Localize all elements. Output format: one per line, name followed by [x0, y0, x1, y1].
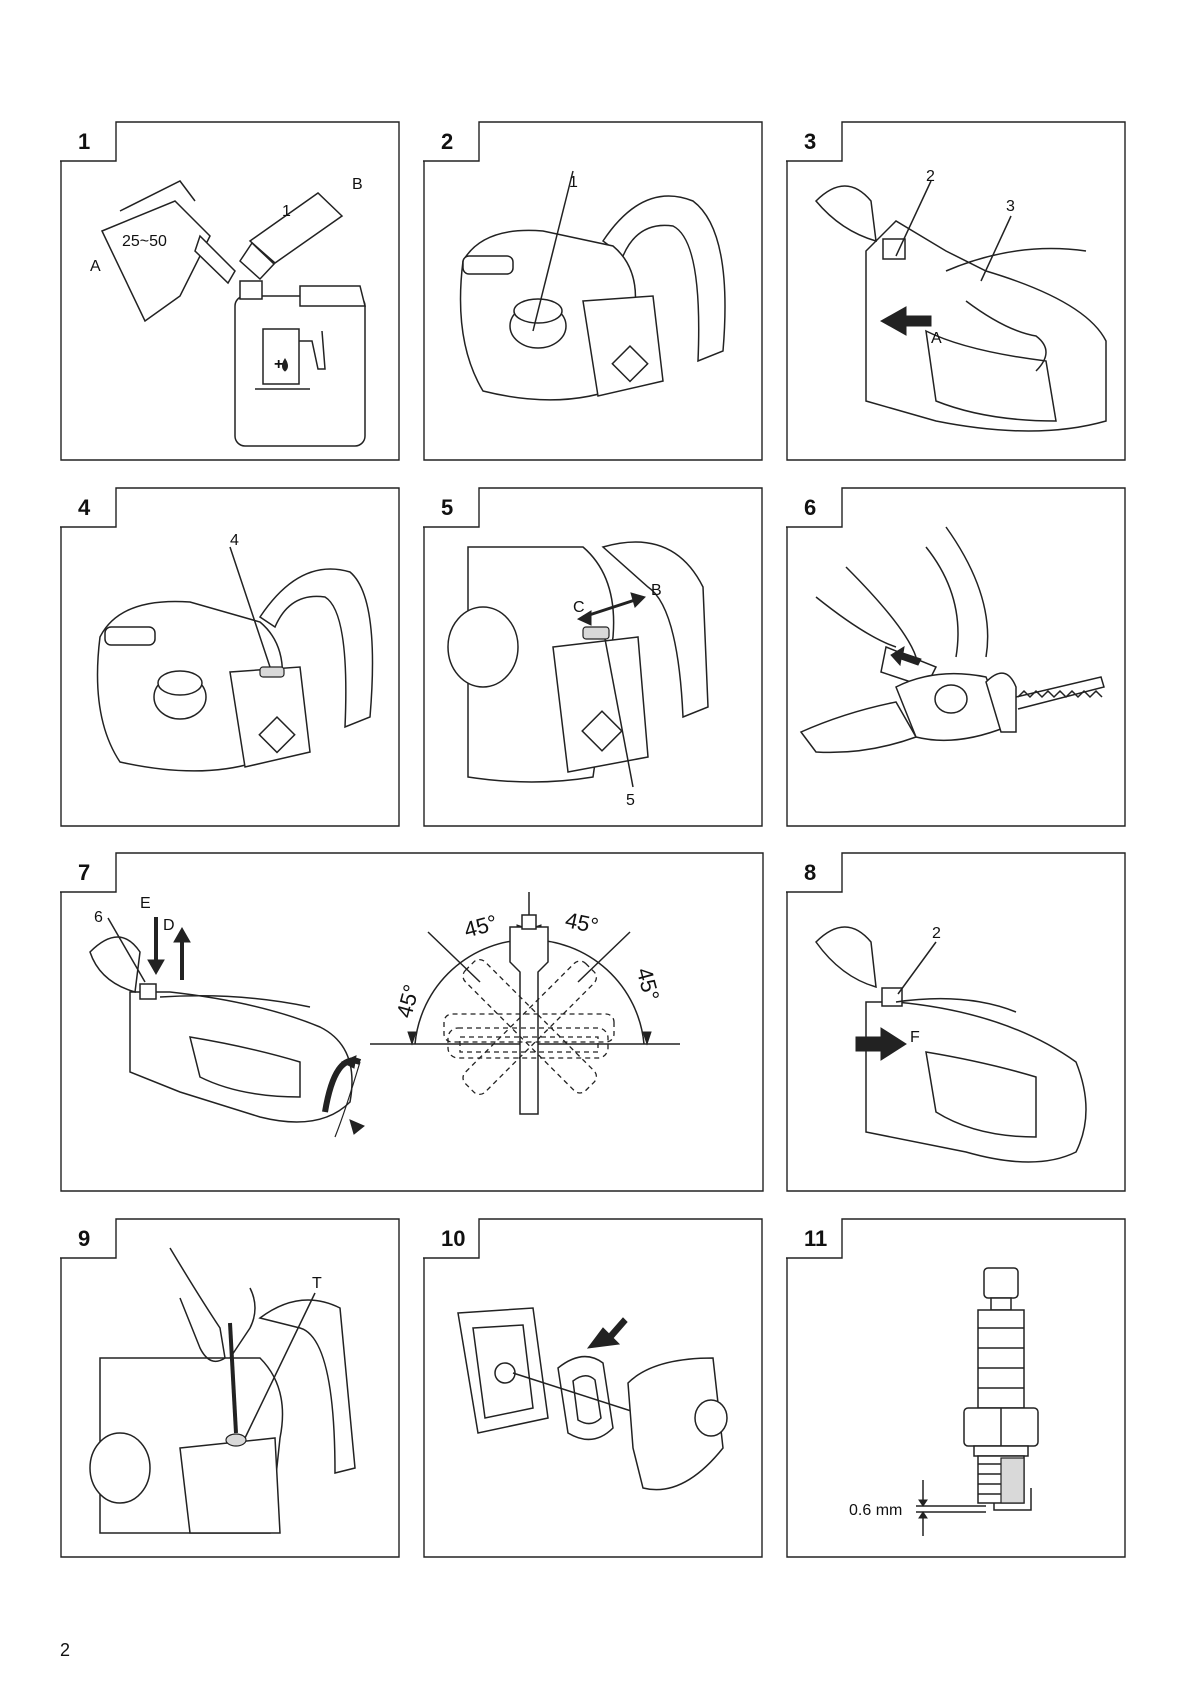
ignition-switch-illustration: 2 3 A	[786, 121, 1126, 461]
figure-9: 9 T	[60, 1218, 400, 1558]
handle-rotation-illustration: E D 6 45° 45° 45° 45°	[60, 852, 764, 1192]
figure-2: 2 1	[423, 121, 763, 461]
label-angle-2: 45°	[563, 907, 601, 938]
label-f: F	[910, 1029, 920, 1046]
label-c: C	[573, 599, 585, 616]
figure-1: 1 + 25~50 1 A B	[60, 121, 400, 461]
label-b: B	[352, 176, 363, 193]
label-1: 1	[569, 174, 578, 191]
engine-fuel-cap-illustration: 1	[423, 121, 763, 461]
choke-lever-illustration: 4	[60, 487, 400, 827]
page-number: 2	[60, 1640, 70, 1661]
label-4: 4	[230, 532, 239, 549]
label-b: B	[651, 582, 662, 599]
spark-plug-illustration: 0.6 mm	[786, 1218, 1126, 1558]
label-angle-1: 45°	[461, 910, 500, 943]
fuel-mixing-illustration: + 25~50 1 A B	[60, 121, 400, 461]
label-2: 2	[932, 925, 941, 942]
figure-3: 3 2 3 A	[786, 121, 1126, 461]
air-filter-illustration	[423, 1218, 763, 1558]
label-3: 3	[1006, 198, 1015, 215]
switch-stop-illustration: 2 F	[786, 852, 1126, 1192]
figure-6: 6	[786, 487, 1126, 827]
label-ratio: 25~50	[122, 233, 167, 250]
label-5: 5	[626, 792, 635, 809]
figure-8: 8 2 F	[786, 852, 1126, 1192]
svg-text:+: +	[274, 356, 283, 373]
label-part: 1	[282, 203, 291, 220]
label-e: E	[140, 895, 151, 912]
label-a: A	[931, 330, 942, 347]
label-gap: 0.6 mm	[849, 1502, 902, 1519]
figure-4: 4 4	[60, 487, 400, 827]
label-angle-3: 45°	[391, 982, 424, 1021]
figure-11: 11 0.6 mm	[786, 1218, 1126, 1558]
label-2: 2	[926, 168, 935, 185]
label-6: 6	[94, 909, 103, 926]
label-a: A	[90, 258, 101, 275]
figure-5: 5 C B 5	[423, 487, 763, 827]
figure-7: 7 E	[60, 852, 764, 1192]
starting-rope-illustration	[786, 487, 1126, 827]
idle-adjust-illustration: T	[60, 1218, 400, 1558]
label-angle-4: 45°	[632, 965, 665, 1004]
choke-position-illustration: C B 5	[423, 487, 763, 827]
label-t: T	[312, 1275, 322, 1292]
figure-10: 10	[423, 1218, 763, 1558]
label-d: D	[163, 917, 175, 934]
